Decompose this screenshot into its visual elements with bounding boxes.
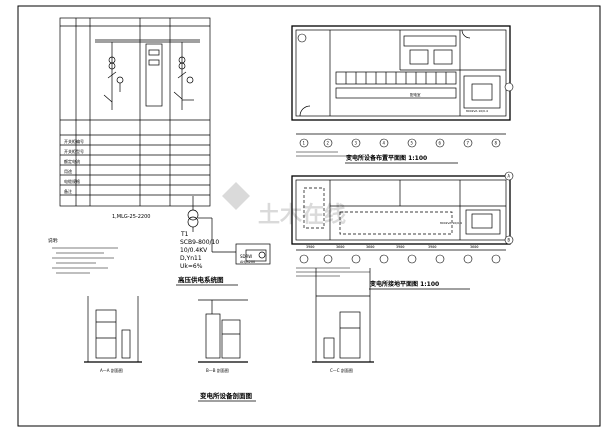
notes-heading: 说明: [48,237,59,244]
section-c [312,268,374,363]
drawing-number: 1,MLG-25-2200 [112,214,150,220]
dim-3: 3900 [396,245,404,249]
section-c-label: C—C 剖面图 [330,367,353,373]
row-header-4: 电缆规格 [64,178,80,184]
dim-5: 3600 [470,245,478,249]
row-header-3: 用途 [64,168,72,174]
upper-plan-walls [291,25,511,121]
upper-notes-lines [296,151,360,157]
section-a-label: A—A 剖面图 [100,367,123,373]
metering-panel [145,43,163,107]
section-b [198,299,248,363]
transformer-impedance: Uk=6% [180,263,203,270]
col-mark-8: 8 [495,141,498,146]
row-header-2: 额定电流 [64,158,80,164]
lower-plan-walls [291,175,511,245]
upper-room-label: 配电室 [410,92,421,97]
meter-box-model: SDRW [240,254,252,259]
row-mark-b: B [508,238,511,243]
notes-block: 说明: [48,237,118,274]
section-b-label: B—B 剖面图 [206,367,229,373]
transformer-diagram [187,196,271,265]
lower-transformer-label: 800kVA 10/0.4 [440,221,462,225]
lower-notes-lines [296,267,370,277]
lower-dimensions: 3900 3600 3600 3900 3900 3600 [306,245,478,249]
col-mark-6: 6 [439,141,442,146]
lower-plan-title: 变电所接地平面图 1:100 [370,280,439,288]
upper-grid-axis [297,33,514,148]
col-mark-4: 4 [383,141,386,146]
lower-row-marks: A B [508,174,511,243]
dim-4: 3900 [428,245,436,249]
section-title: 变电所设备剖面图 [200,391,253,400]
schematic-row-headers: 开关柜编号 开关柜型号 额定电流 用途 电缆规格 备注 [64,138,84,194]
row-header-1: 开关柜型号 [64,148,84,154]
watermark: 土木在线 [222,182,346,228]
schematic-table-frame [59,17,211,207]
meter-box [235,243,271,265]
dim-0: 3900 [306,245,314,249]
equipment-layout-plan [291,25,511,135]
transformer-winding-secondary [187,216,199,228]
watermark-logo [222,182,250,210]
row-header-0: 开关柜编号 [64,138,84,144]
transformer-model: SCB9-800/10 [180,239,219,246]
transformer-tag: T1 [180,231,189,238]
dim-1: 3600 [336,245,344,249]
upper-grid-labels: 1 2 3 4 5 6 7 8 [303,141,498,146]
row-header-5: 备注 [64,188,72,194]
col-mark-3: 3 [355,141,358,146]
row-mark-a: A [508,174,511,179]
dim-2: 3600 [366,245,374,249]
col-mark-2: 2 [327,141,330,146]
upper-plan-title: 变电所设备布置平面图 1:100 [346,154,427,162]
col-mark-7: 7 [467,141,470,146]
lower-grid-axis [299,171,514,264]
transformer-enclosure [463,75,501,109]
grounding-ring [339,211,453,235]
drawing-frame [17,5,601,427]
grounding-plan [291,175,511,251]
schematic-title: 高压供电系统图 [178,275,224,284]
col-mark-5: 5 [411,141,414,146]
transformer-connection: D,Yn11 [180,255,202,262]
section-a [84,296,142,363]
transformer-winding-primary [187,209,199,221]
transformer-voltage: 10/0.4KV [180,247,208,254]
switchgear-schematic [59,17,211,207]
col-mark-1: 1 [303,141,306,146]
upper-transformer-label: 800kVA 10/0.4 [466,109,488,113]
meter-box-spec: AH/B200 [240,260,255,264]
